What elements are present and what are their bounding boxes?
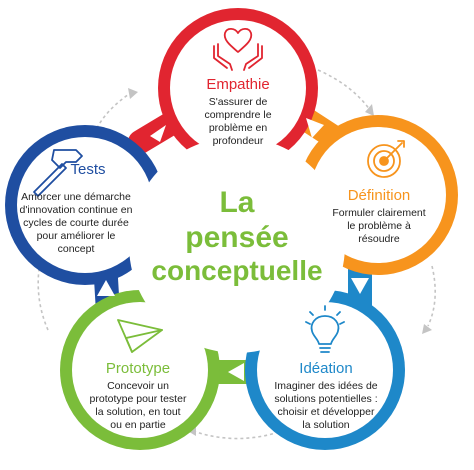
step-empathie: Empathie S'assurer de comprendre le prob…	[204, 27, 272, 147]
step-desc-definition-line-1: Formuler clairement	[332, 207, 425, 219]
center-title-line-1: La	[219, 186, 254, 219]
heart-in-hands-icon	[213, 27, 263, 71]
flow-arrows	[97, 118, 369, 381]
step-desc-prototype-line-1: Concevoir un	[107, 380, 169, 392]
step-desc-prototype-line-3: la solution, en tout	[95, 406, 180, 418]
step-desc-ideation-line-3: choisir et développer	[278, 406, 375, 418]
step-title-tests: Tests	[70, 161, 105, 178]
arrow-prototype-to-tests	[97, 280, 115, 296]
dashed-arrowhead	[365, 104, 374, 116]
arrow-ideation-to-prototype	[228, 363, 244, 381]
center-title-line-3: conceptuelle	[151, 255, 322, 286]
step-title-definition: Définition	[348, 187, 411, 204]
dashed-arc-empathie-definition	[317, 69, 371, 111]
hammer-icon	[33, 149, 83, 197]
step-ideation: Idéation Imaginer des idées de solutions…	[274, 305, 378, 431]
step-desc-ideation-line-2: solutions potentielles :	[274, 393, 377, 405]
center-title: La pensée conceptuelle	[151, 186, 322, 286]
target-icon	[367, 140, 405, 178]
step-desc-tests-line-3: cycles de courte durée	[23, 217, 129, 229]
step-desc-prototype-line-2: prototype pour tester	[90, 393, 187, 405]
step-desc-ideation-line-1: Imaginer des idées de	[274, 380, 377, 392]
dashed-arrowhead	[422, 324, 432, 334]
step-desc-empathie-line-3: problème en	[209, 122, 268, 134]
dashed-arc-tests-empathie	[94, 91, 133, 133]
inner-definition	[310, 127, 446, 263]
step-tests: Tests Amorcer une démarche d'innovation …	[20, 149, 133, 255]
arrow-tests-to-empathie	[150, 125, 166, 142]
step-desc-empathie-line-2: comprendre le	[204, 109, 271, 121]
step-definition: Définition Formuler clairement le problè…	[332, 140, 426, 245]
step-desc-tests-line-4: pour améliorer le	[37, 230, 116, 242]
step-desc-prototype-line-4: ou en partie	[110, 419, 166, 431]
step-desc-definition-line-3: résoudre	[358, 233, 400, 245]
step-desc-definition-line-2: le problème à	[347, 220, 411, 232]
step-desc-empathie-line-1: S'assurer de	[209, 96, 268, 108]
lightbulb-icon	[305, 305, 345, 353]
step-title-empathie: Empathie	[206, 76, 269, 93]
inner-empathie	[170, 20, 306, 156]
dashed-arc-ideation-prototype	[189, 427, 291, 440]
step-desc-tests-line-2: d'innovation continue en	[20, 204, 133, 216]
paper-plane-icon	[117, 319, 163, 353]
step-prototype: Prototype Concevoir un prototype pour te…	[90, 319, 187, 431]
center-area	[17, 20, 446, 438]
inner-ideation	[257, 302, 393, 438]
dashed-arrowhead	[128, 88, 138, 99]
step-title-prototype: Prototype	[106, 360, 170, 377]
center-disc	[129, 137, 345, 353]
arrow-definition-to-ideation	[351, 278, 369, 294]
step-title-ideation: Idéation	[299, 360, 352, 377]
step-desc-empathie-line-4: profondeur	[213, 135, 264, 147]
step-desc-tests-line-1: Amorcer une démarche	[21, 191, 131, 203]
step-desc-ideation-line-4: la solution	[302, 419, 349, 431]
arrow-empathie-to-definition	[306, 118, 324, 138]
inner-prototype	[72, 302, 208, 438]
step-desc-tests-line-5: concept	[58, 243, 95, 255]
inner-tests	[17, 137, 153, 273]
center-title-line-2: pensée	[185, 221, 288, 254]
dashed-arc-definition-ideation	[427, 265, 436, 327]
